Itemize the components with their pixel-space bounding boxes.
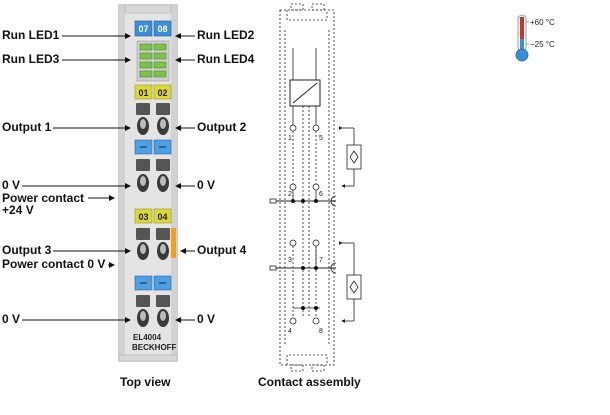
contact-assembly — [269, 3, 337, 372]
label-plus-24v: +24 V — [2, 203, 34, 217]
contact-num-5: 5 — [319, 135, 323, 142]
label-0v-right-1: 0 V — [197, 178, 216, 192]
label-output4: Output 4 — [197, 243, 247, 257]
right-arrows — [175, 33, 195, 323]
contact-num-8: 8 — [319, 328, 323, 335]
channel-badges-1 — [134, 84, 172, 100]
terminal-blue-2 — [134, 275, 172, 291]
label-output1: Output 1 — [2, 120, 52, 134]
model-text: EL4004 — [133, 333, 162, 342]
run-leds — [136, 40, 170, 82]
label-run-led1: Run LED1 — [2, 28, 60, 42]
load-circuit-1 — [338, 126, 362, 188]
label-output2: Output 2 — [197, 120, 247, 134]
label-run-led4: Run LED4 — [197, 52, 255, 66]
thermometer-icon — [515, 14, 529, 62]
load-circuit-2 — [338, 241, 362, 323]
terminal-row-2 — [136, 159, 170, 192]
brand-text: BECKHOFF — [132, 343, 177, 352]
caption-top-view: Top view — [120, 375, 171, 389]
label-power-contact-0v: Power contact 0 V — [2, 257, 106, 271]
badge-04: 04 — [157, 212, 167, 222]
terminal-row-1 — [136, 103, 170, 135]
terminal-blue-1 — [134, 139, 172, 155]
label-output3: Output 3 — [2, 243, 52, 257]
label-0v-left-1: 0 V — [2, 178, 21, 192]
label-0v-right-2: 0 V — [197, 312, 216, 326]
caption-contact-assembly: Contact assembly — [258, 375, 361, 389]
contact-num-7: 7 — [319, 257, 323, 264]
channel-badges-2 — [134, 208, 172, 224]
led-badges-top — [134, 20, 172, 37]
terminal-row-4 — [136, 295, 170, 327]
badge-03: 03 — [138, 212, 148, 222]
contact-num-4: 4 — [288, 328, 292, 335]
label-0v-left-2: 0 V — [2, 312, 21, 326]
contact-num-1: 1 — [288, 135, 292, 142]
badge-01: 01 — [138, 88, 148, 98]
temp-min: −25 °C — [530, 40, 555, 49]
badge-07: 07 — [138, 24, 148, 34]
orange-accent — [171, 228, 176, 258]
terminal-row-3 — [136, 228, 170, 260]
contact-num-6: 6 — [319, 191, 323, 198]
junction-dots — [291, 199, 318, 310]
badge-02: 02 — [157, 88, 167, 98]
label-power-contact-24: Power contact — [2, 191, 85, 205]
contact-num-3: 3 — [288, 257, 292, 264]
label-run-led2: Run LED2 — [197, 28, 255, 42]
temp-max: +60 °C — [530, 18, 555, 27]
left-arrows — [22, 33, 131, 323]
badge-08: 08 — [157, 24, 167, 34]
label-run-led3: Run LED3 — [2, 52, 60, 66]
contact-num-2: 2 — [288, 191, 292, 198]
